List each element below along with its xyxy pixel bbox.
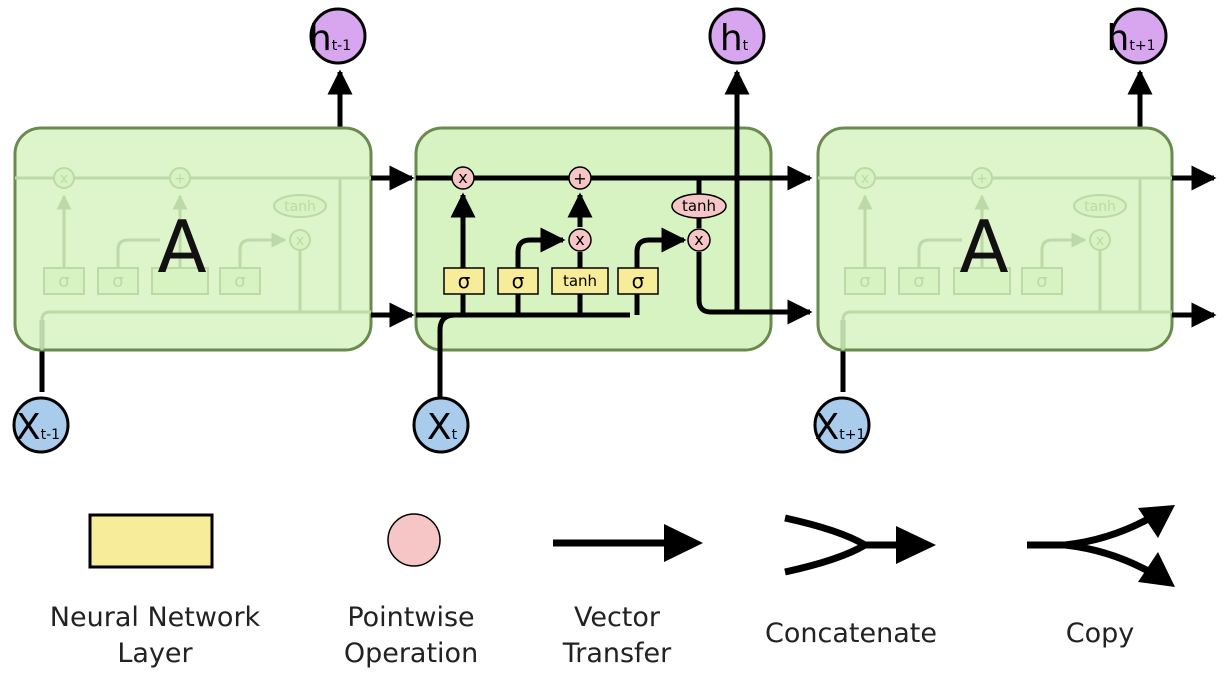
right-faded-op-2: +	[976, 171, 988, 187]
legend-layer-line1: Neural Network	[50, 602, 261, 633]
left-faded-layer-2: σ	[112, 271, 123, 292]
svg-text:Xt: Xt	[427, 407, 458, 448]
tanh-op	[671, 193, 727, 219]
x-next-main: X	[815, 407, 840, 448]
h-curr-node: ht	[708, 7, 766, 65]
left-faded-layer-4: σ	[234, 271, 245, 292]
input-multiply-label: x	[575, 230, 584, 249]
vector-transfer-icon	[553, 524, 703, 562]
pointwise-operation-icon	[387, 513, 441, 567]
input-gate-label: σ	[512, 269, 525, 293]
left-faded-op-1: x	[60, 171, 68, 187]
right-faded-layer-2: σ	[913, 271, 924, 292]
h-prev-node: ht-1	[309, 7, 367, 65]
x-next-sub: t+1	[839, 427, 865, 443]
right-cell: x + x tanh σ σ σ A	[816, 69, 1174, 392]
left-cell-label: A	[157, 205, 206, 289]
left-faded-op-3: x	[296, 233, 304, 249]
forget-multiply-op	[451, 166, 475, 190]
h-prev-main: h	[309, 18, 332, 59]
legend-vector-line1: Vector	[574, 602, 661, 633]
neural-network-layer-icon	[88, 513, 214, 569]
right-cell-label: A	[959, 205, 1008, 289]
concatenate-icon	[784, 514, 936, 576]
left-cell-faded-ops	[43, 167, 327, 295]
h-next-main: h	[1107, 18, 1130, 59]
x-curr-main: X	[427, 407, 452, 448]
output-gate-layer	[617, 267, 659, 295]
right-faded-tanh: tanh	[1084, 199, 1116, 215]
left-faded-layer-1: σ	[58, 271, 69, 292]
right-faded-op-3: x	[1096, 233, 1104, 249]
left-faded-op-2: +	[174, 171, 186, 187]
svg-text:ht: ht	[720, 18, 749, 59]
x-prev-node: Xt-1	[12, 396, 70, 454]
forget-multiply-label: x	[458, 168, 467, 187]
h-next-node: ht+1	[1107, 7, 1168, 65]
x-prev-main: X	[16, 407, 41, 448]
output-gate-label: σ	[632, 269, 645, 293]
forget-gate-layer	[443, 267, 485, 295]
svg-text:ht-1: ht-1	[309, 18, 351, 59]
legend-pointwise-line2: Operation	[344, 638, 478, 669]
x-prev-sub: t-1	[41, 427, 60, 443]
output-multiply-op	[687, 228, 711, 252]
svg-text:Xt+1: Xt+1	[815, 407, 866, 448]
legend-copy-label: Copy	[1066, 618, 1135, 649]
candidate-tanh-label: tanh	[563, 272, 597, 290]
legend-pointwise-line1: Pointwise	[347, 602, 474, 633]
legend-vector-line2: Transfer	[562, 638, 672, 669]
input-multiply-op	[568, 228, 592, 252]
right-faded-layer-1: σ	[859, 271, 870, 292]
right-cell-faded-internals	[818, 176, 1172, 350]
svg-text:ht+1: ht+1	[1107, 18, 1156, 59]
left-faded-tanh: tanh	[284, 199, 316, 215]
center-cell: x + x x tanh σ σ tanh σ	[414, 69, 813, 405]
tanh-op-label: tanh	[682, 197, 716, 215]
legend-concatenate-label: Concatenate	[765, 618, 937, 649]
copy-icon	[1027, 505, 1175, 587]
x-curr-sub: t	[452, 427, 458, 443]
x-curr-node: Xt	[412, 396, 470, 454]
h-next-sub: t+1	[1129, 38, 1155, 54]
cell-add-label: +	[573, 169, 586, 188]
right-faded-op-1: x	[861, 171, 869, 187]
candidate-tanh-layer	[551, 267, 609, 295]
legend-layer-line2: Layer	[117, 638, 193, 669]
right-faded-layer-4: σ	[1036, 271, 1047, 292]
output-multiply-label: x	[694, 230, 703, 249]
x-next-node: Xt+1	[813, 396, 871, 454]
svg-text:Xt-1: Xt-1	[16, 407, 60, 448]
h-curr-main: h	[720, 18, 743, 59]
center-cell-wiring	[416, 69, 813, 405]
forget-gate-label: σ	[458, 269, 471, 293]
h-prev-sub: t-1	[332, 38, 351, 54]
legend: Neural Network Layer Pointwise Operation…	[50, 505, 1175, 669]
cell-add-op	[568, 166, 592, 190]
right-cell-faded-ops	[844, 167, 1127, 295]
left-cell: x + x tanh σ σ σ A	[13, 69, 373, 392]
input-gate-layer	[497, 267, 539, 295]
h-curr-sub: t	[743, 38, 749, 54]
